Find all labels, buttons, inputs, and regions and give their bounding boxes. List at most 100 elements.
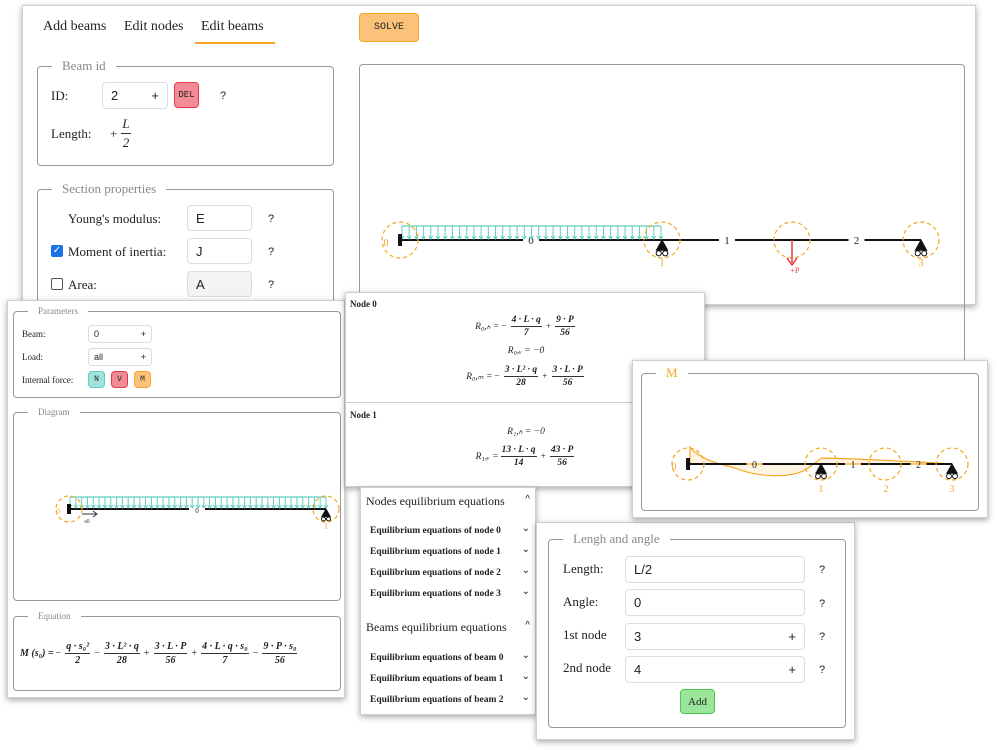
load-arrowhead <box>236 504 242 509</box>
load-arrowhead <box>213 504 218 509</box>
chevron-down-icon[interactable]: ⌄ <box>521 586 530 597</box>
accordion-item[interactable]: Equilibrium equations of node 2 <box>370 568 501 578</box>
youngs-modulus-input[interactable]: E <box>187 205 252 231</box>
load-arrowhead <box>637 235 642 240</box>
operator: + <box>191 648 198 659</box>
node-label: 0 <box>384 238 389 249</box>
add-button[interactable]: Add <box>680 689 715 714</box>
moment-of-inertia-value: J <box>196 243 203 259</box>
first-node-value: 3 <box>634 629 642 644</box>
load-arrowhead <box>189 504 195 509</box>
load-arrowhead <box>172 504 178 509</box>
accordion-item[interactable]: Equilibrium equations of beam 1 <box>370 674 504 684</box>
load-arrowhead <box>195 504 201 509</box>
load-label: Load: <box>22 352 43 362</box>
second-node-value: 4 <box>634 662 642 677</box>
beam-id-stepper[interactable]: 2 + <box>102 82 168 109</box>
operator: − <box>94 648 100 659</box>
increment-button[interactable]: + <box>140 352 146 362</box>
moment-of-inertia-input[interactable]: J <box>187 238 252 264</box>
load-arrowhead <box>259 504 265 509</box>
accordion-item[interactable]: Equilibrium equations of node 1 <box>370 547 501 557</box>
second-node-stepper[interactable]: 4+ <box>625 656 805 683</box>
help-icon[interactable]: ? <box>819 664 826 676</box>
delete-button[interactable]: DEL <box>174 82 199 108</box>
load-arrowhead <box>543 235 549 240</box>
help-icon[interactable]: ? <box>819 631 826 643</box>
accordion-item[interactable]: Equilibrium equations of beam 0 <box>370 653 504 663</box>
load-arrowhead <box>593 235 599 240</box>
chevron-down-icon[interactable]: ⌄ <box>521 692 530 703</box>
length-label: Length: <box>51 126 92 141</box>
youngs-modulus-value: E <box>196 210 205 226</box>
chevron-up-icon[interactable]: ^ <box>525 494 530 505</box>
equation-lhs: R₀,ᵥ = −0 <box>507 346 545 356</box>
chevron-down-icon[interactable]: ⌄ <box>521 671 530 682</box>
tab-edit-nodes[interactable]: Edit nodes <box>124 19 184 34</box>
accordion-item[interactable]: Equilibrium equations of node 3 <box>370 589 501 599</box>
length-input[interactable]: L/2 <box>625 556 805 583</box>
equation-lhs: R₁,ₕ = −0 <box>507 427 545 437</box>
roller-wheel <box>326 516 331 522</box>
internal-forces-window: Parameters Beam: 0+ Load: all+ Internal … <box>7 300 345 698</box>
area-checkbox[interactable] <box>51 278 63 290</box>
accordion-item[interactable]: Equilibrium equations of node 0 <box>370 526 501 536</box>
force-m-button[interactable]: M <box>134 371 151 388</box>
load-arrowhead <box>536 235 542 240</box>
chevron-down-icon[interactable]: ⌄ <box>521 650 530 661</box>
beams-equilibrium-header[interactable]: Beams equilibrium equations <box>366 620 507 634</box>
angle-input[interactable]: 0 <box>625 589 805 616</box>
angle-label: Angle: <box>563 594 599 609</box>
load-arrowhead <box>449 235 455 240</box>
denominator: 56 <box>562 378 573 388</box>
load-arrowhead <box>557 235 563 240</box>
help-icon[interactable]: ? <box>819 564 826 576</box>
moment-of-inertia-checkbox[interactable]: ✓ <box>51 245 63 257</box>
node-label: 3 <box>919 258 924 269</box>
node-marker-circle <box>312 495 340 523</box>
numerator: 3 · L² · q <box>503 365 539 377</box>
chevron-down-icon[interactable]: ⌄ <box>521 544 530 555</box>
moment-legend: M <box>666 365 678 380</box>
fixed-support-icon <box>67 504 71 514</box>
load-arrowhead <box>428 235 434 240</box>
operator: − <box>55 648 62 659</box>
first-node-stepper[interactable]: 3+ <box>625 623 805 650</box>
increment-button[interactable]: + <box>788 629 796 644</box>
chevron-up-icon[interactable]: ^ <box>525 620 530 631</box>
accordion-item[interactable]: Equilibrium equations of beam 2 <box>370 695 504 705</box>
load-arrowhead <box>457 235 462 240</box>
load-arrowhead <box>108 504 114 509</box>
beam-label: 0 <box>195 507 199 515</box>
increment-button[interactable]: + <box>140 329 146 339</box>
help-icon[interactable]: ? <box>268 246 275 258</box>
force-n-button[interactable]: N <box>88 371 105 388</box>
parameters-legend: Parameters <box>38 306 78 316</box>
tab-edit-beams[interactable]: Edit beams <box>201 19 264 34</box>
force-v-button[interactable]: V <box>111 371 128 388</box>
coordinate-label: s0 <box>84 519 89 525</box>
node-marker-circle <box>381 221 419 259</box>
help-icon[interactable]: ? <box>819 598 826 610</box>
help-icon[interactable]: ? <box>220 90 227 102</box>
load-arrowhead <box>622 235 628 240</box>
help-icon[interactable]: ? <box>268 213 275 225</box>
load-arrowhead <box>96 504 102 509</box>
area-input[interactable]: A <box>187 271 252 297</box>
chevron-down-icon[interactable]: ⌄ <box>521 523 530 534</box>
solve-button[interactable]: SOLVE <box>359 13 419 42</box>
beam-stepper[interactable]: 0+ <box>88 325 152 343</box>
increment-button[interactable]: + <box>788 662 796 677</box>
chevron-down-icon[interactable]: ⌄ <box>521 565 530 576</box>
nodes-equilibrium-header[interactable]: Nodes equilibrium equations <box>366 494 505 508</box>
load-select[interactable]: all+ <box>88 348 152 366</box>
youngs-modulus-label: Young's modulus: <box>68 211 162 226</box>
beam-id-value: 2 <box>111 88 119 103</box>
load-arrowhead <box>507 235 513 240</box>
help-icon[interactable]: ? <box>268 279 275 291</box>
tab-add-beams[interactable]: Add beams <box>43 19 107 34</box>
increment-button[interactable]: + <box>151 88 159 103</box>
